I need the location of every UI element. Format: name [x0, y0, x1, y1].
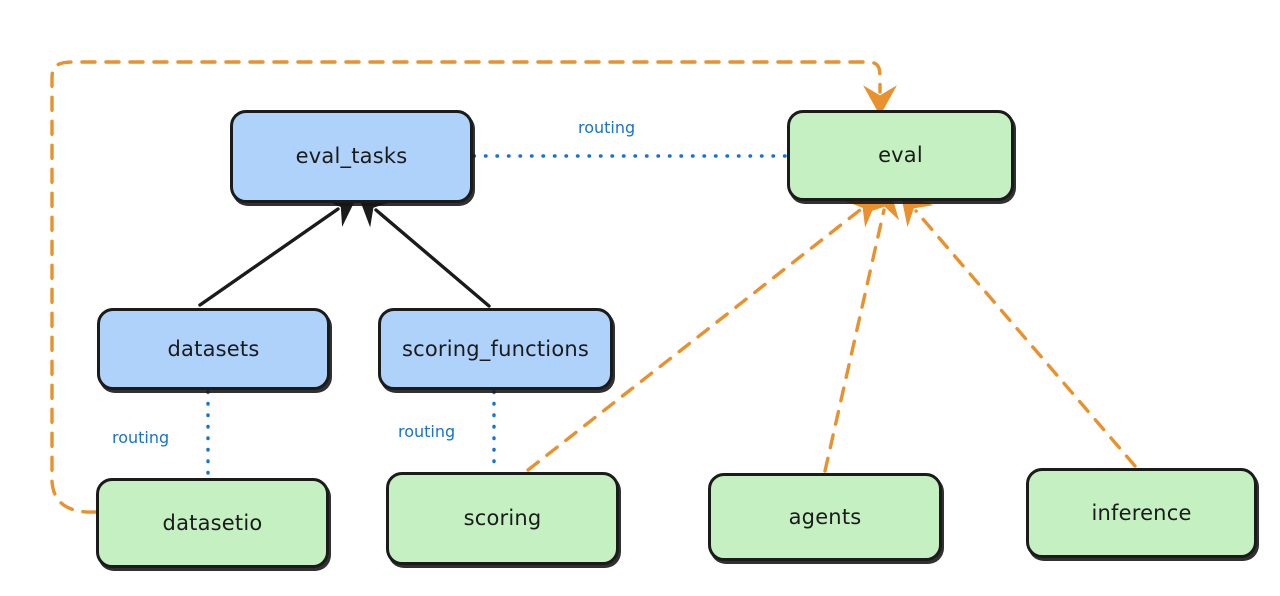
node-label: eval_tasks — [295, 144, 408, 168]
edge-label-routing-eval: routing — [578, 118, 636, 137]
edge-label-routing-scoring: routing — [398, 422, 456, 441]
node-agents[interactable]: agents — [708, 473, 942, 561]
node-label: scoring — [463, 506, 542, 530]
edge-datasets-to-eval-tasks — [198, 195, 358, 307]
node-eval-tasks[interactable]: eval_tasks — [230, 110, 473, 203]
node-label: datasetio — [162, 510, 263, 535]
edge-inference-to-eval — [900, 192, 1137, 468]
node-label: datasets — [167, 336, 260, 361]
edge-agents-to-eval — [823, 186, 900, 473]
edge-scoring-functions-to-eval-tasks — [357, 194, 491, 308]
edge-label-routing-datasetio: routing — [112, 428, 170, 447]
node-scoring[interactable]: scoring — [386, 472, 619, 565]
node-datasets[interactable]: datasets — [97, 308, 330, 390]
node-label: scoring_functions — [401, 336, 590, 361]
node-label: eval — [878, 143, 923, 167]
node-inference[interactable]: inference — [1026, 468, 1257, 558]
node-label: agents — [788, 504, 862, 529]
node-eval[interactable]: eval — [787, 110, 1014, 201]
node-scoring-functions[interactable]: scoring_functions — [378, 308, 613, 390]
node-label: inference — [1091, 500, 1192, 525]
edge-datasetio-to-eval — [50, 60, 897, 514]
node-datasetio[interactable]: datasetio — [96, 478, 329, 568]
